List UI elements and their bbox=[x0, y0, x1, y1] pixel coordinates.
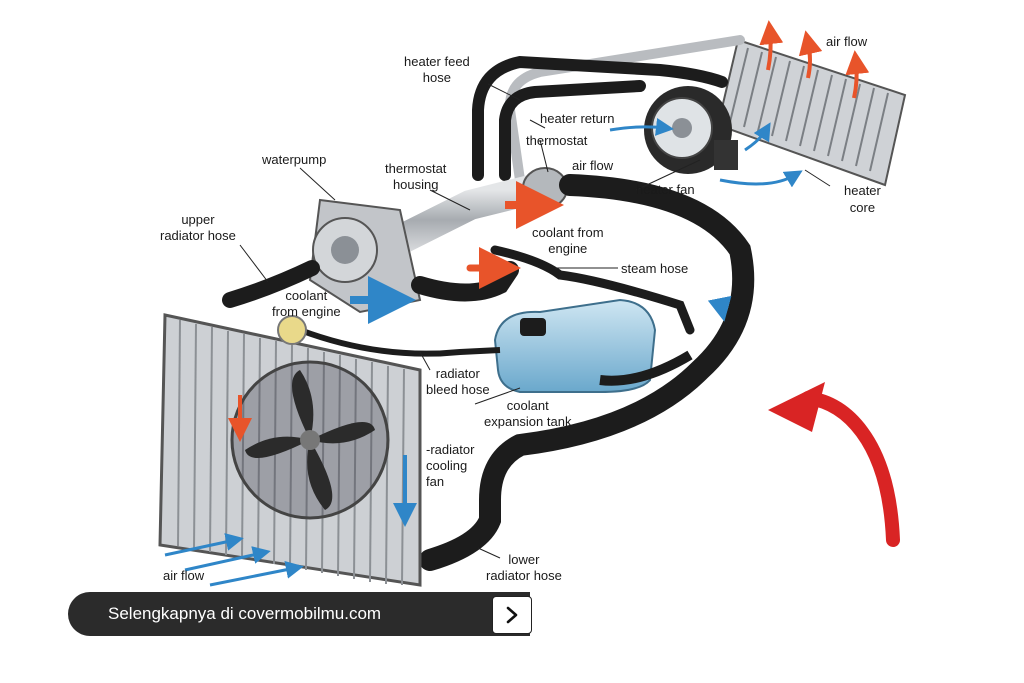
source-banner[interactable]: Selengkapnya di covermobilmu.com bbox=[68, 592, 530, 636]
heater-core bbox=[716, 38, 907, 187]
label-air-flow-bottom: air flow bbox=[163, 568, 205, 583]
upper-radiator-hose bbox=[222, 260, 320, 308]
label-coolant-from-engine-left: coolant from engine bbox=[272, 288, 341, 319]
label-radiator-bleed-hose: radiator bleed hose bbox=[426, 366, 490, 397]
label-radiator-cooling-fan: -radiator cooling fan bbox=[426, 442, 475, 489]
label-heater-return: heater return bbox=[540, 111, 615, 126]
label-waterpump: waterpump bbox=[262, 152, 327, 167]
thermostat-pipe bbox=[365, 167, 568, 265]
radiator bbox=[158, 313, 422, 587]
radiator-cooling-fan bbox=[230, 360, 390, 520]
air-flow-arrows-heater bbox=[609, 117, 803, 188]
label-coolant-from-engine-right: coolant from engine bbox=[532, 225, 604, 256]
air-flow-arrows-bottom bbox=[164, 533, 304, 587]
chevron-right-icon bbox=[506, 606, 518, 624]
heater-fan bbox=[644, 86, 738, 174]
lower-radiator-hose bbox=[419, 174, 755, 571]
coolant-expansion-tank bbox=[493, 298, 693, 393]
steam-hose bbox=[411, 245, 695, 335]
leader-lines bbox=[239, 83, 831, 559]
label-air-flow-top: air flow bbox=[826, 34, 868, 49]
label-heater-fan: heater fan bbox=[636, 182, 695, 197]
label-heater-core: heater core bbox=[844, 183, 881, 215]
label-thermostat-housing: thermostat housing bbox=[385, 161, 447, 192]
radiator-flow-arrows bbox=[228, 395, 417, 527]
radiator-bleed-hose bbox=[298, 327, 501, 357]
label-upper-radiator-hose: upper radiator hose bbox=[160, 212, 236, 243]
label-coolant-expansion-tank: coolant expansion tank bbox=[484, 398, 572, 429]
source-banner-text: Selengkapnya di covermobilmu.com bbox=[108, 604, 382, 623]
heater-hoses bbox=[472, 35, 745, 185]
annotation-arrow bbox=[768, 382, 900, 547]
label-steam-hose: steam hose bbox=[621, 261, 689, 276]
air-flow-arrows-top bbox=[759, 20, 870, 99]
label-thermostat: thermostat bbox=[526, 133, 588, 148]
banner-next-button[interactable] bbox=[492, 596, 532, 634]
label-heater-feed-hose: heater feed hose bbox=[404, 54, 470, 85]
label-lower-radiator-hose: lower radiator hose bbox=[486, 552, 562, 583]
label-air-flow-mid: air flow bbox=[572, 158, 614, 173]
